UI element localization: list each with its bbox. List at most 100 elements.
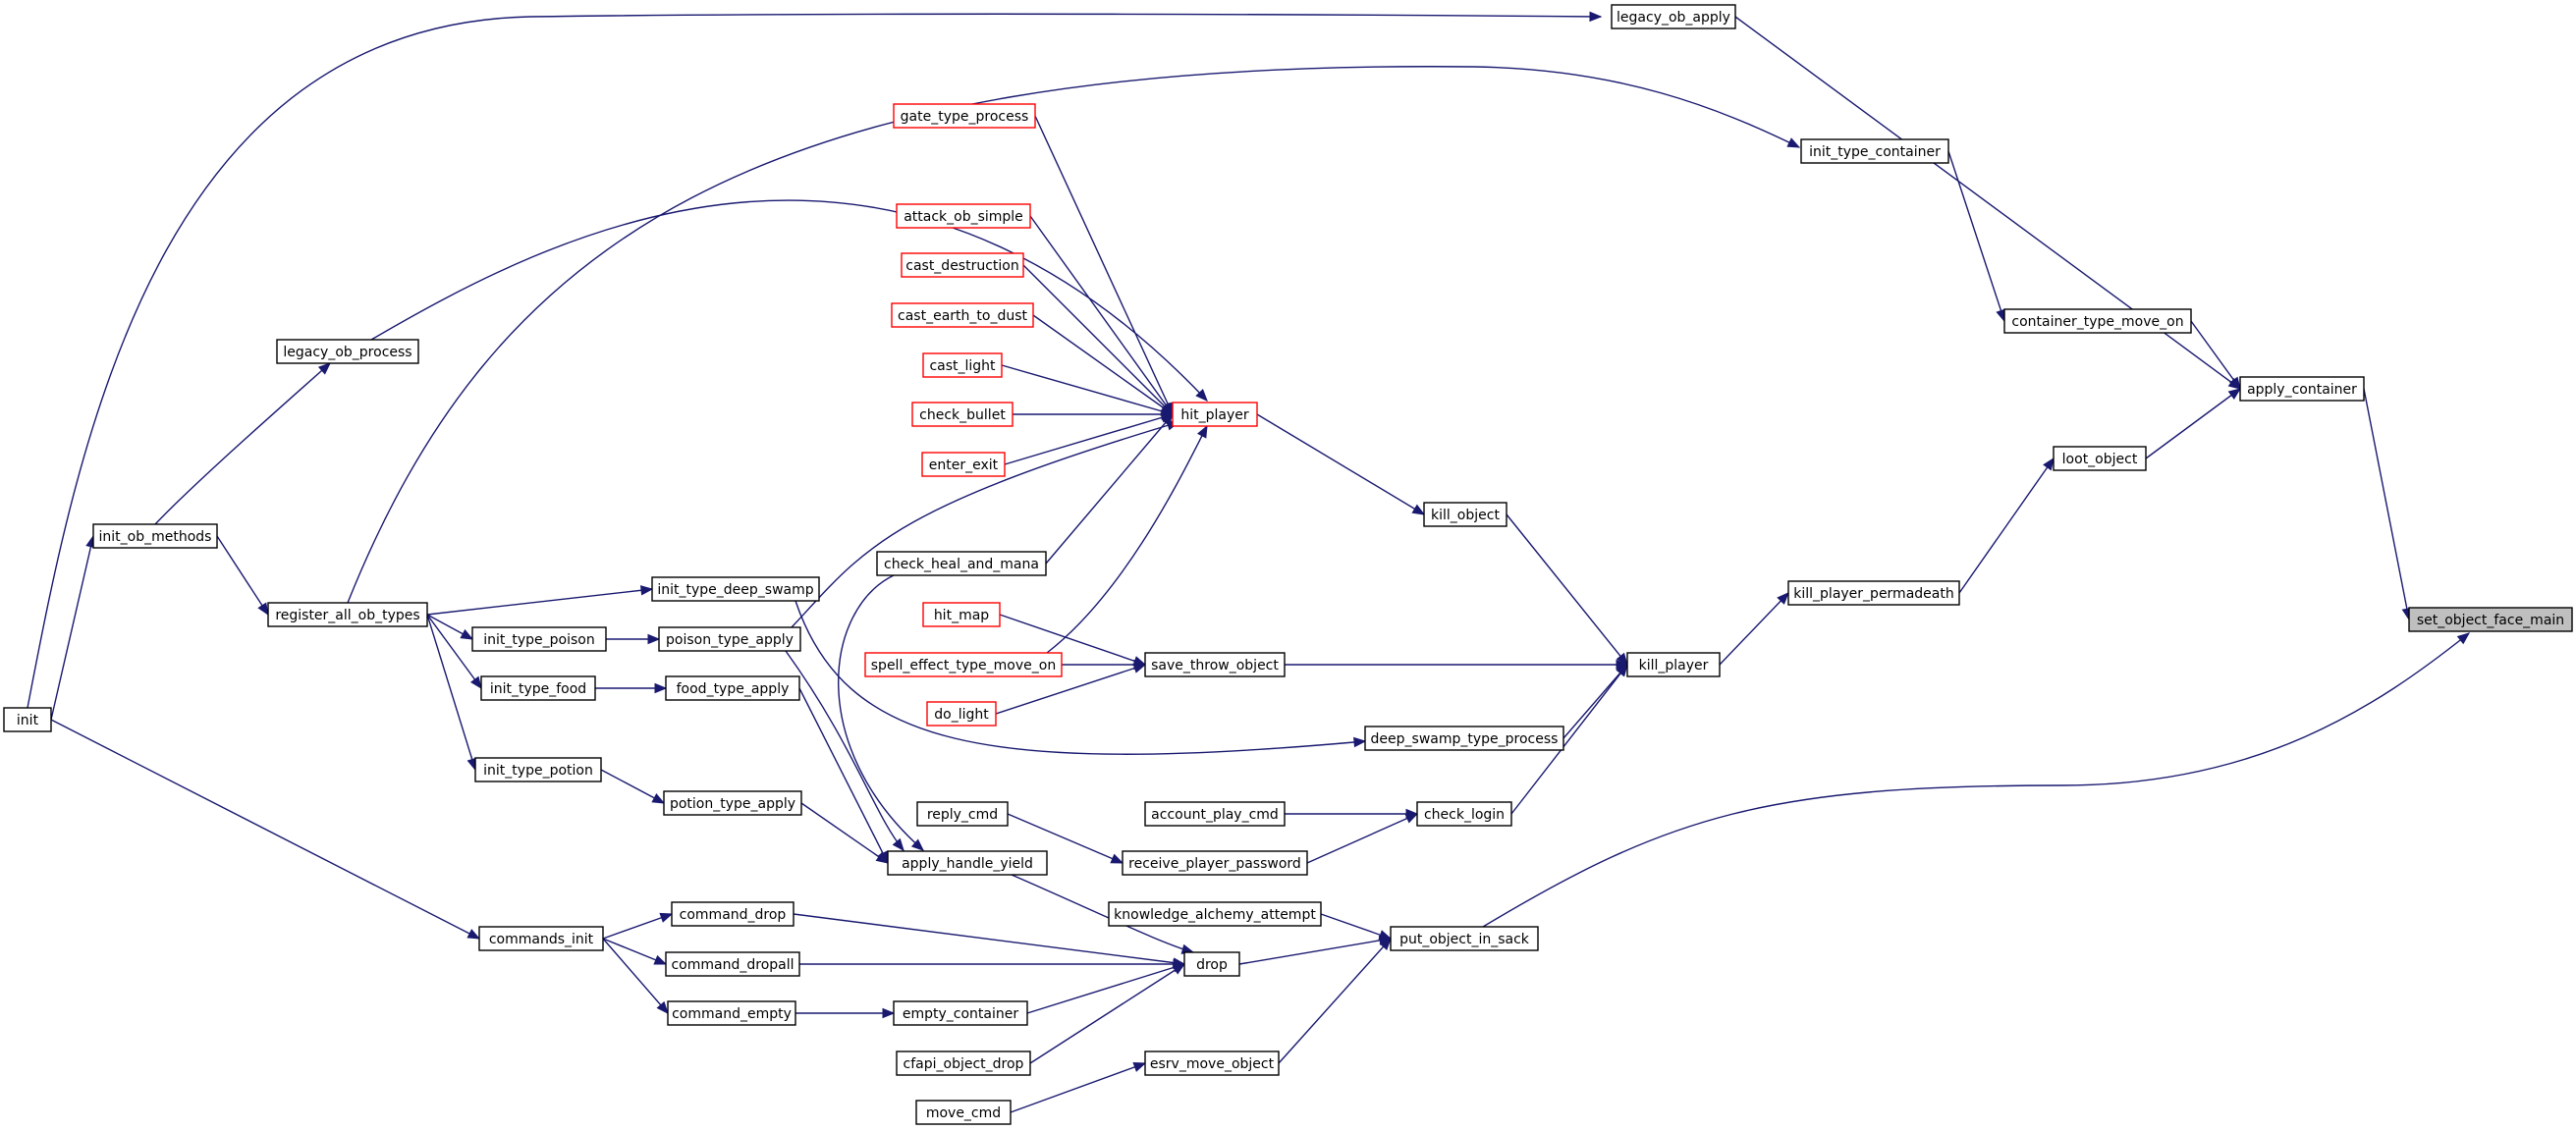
edge-init_type_poison-to-poison_type_apply — [606, 633, 661, 645]
node-kill-player[interactable]: kill_player — [1626, 652, 1721, 677]
node-box — [663, 790, 802, 816]
node-do-light[interactable]: do_light — [926, 701, 997, 727]
node-box — [1144, 1050, 1280, 1076]
node-init-type-deep-swamp[interactable]: init_type_deep_swamp — [651, 576, 820, 602]
edge-save_throw_object-to-kill_player — [1285, 659, 1629, 671]
node-drop[interactable]: drop — [1183, 951, 1240, 977]
node-kill-player-permadeath[interactable]: kill_player_permadeath — [1787, 580, 1960, 606]
node-apply-handle-yield[interactable]: apply_handle_yield — [887, 850, 1048, 876]
edge-drop-to-put_object_in_sack — [1238, 935, 1393, 965]
node-label: empty_container — [903, 1006, 1018, 1022]
edge-kill_object-to-kill_player — [1506, 513, 1628, 667]
node-box — [3, 707, 52, 732]
node-box — [658, 626, 801, 652]
edge-legacy_ob_process-to-hit_player — [370, 199, 1208, 402]
edge-command_empty-to-empty_container — [795, 1007, 896, 1019]
node-set-object-face-main[interactable]: set_object_face_main — [2408, 607, 2573, 632]
node-save-throw-object[interactable]: save_throw_object — [1144, 652, 1286, 677]
node-knowledge-alchemy-attempt[interactable]: knowledge_alchemy_attempt — [1108, 901, 1322, 927]
edge-cfapi_object_drop-to-drop — [1029, 963, 1186, 1064]
node-label: cfapi_object_drop — [904, 1056, 1024, 1072]
node-init-type-potion[interactable]: init_type_potion — [474, 757, 602, 782]
node-apply-container[interactable]: apply_container — [2239, 376, 2365, 402]
node-init-type-food[interactable]: init_type_food — [480, 675, 596, 701]
node-enter-exit[interactable]: enter_exit — [921, 452, 1006, 477]
node-hit-map[interactable]: hit_map — [922, 602, 1001, 627]
node-label: init_type_container — [1809, 144, 1941, 160]
node-receive-player-password[interactable]: receive_player_password — [1122, 850, 1308, 876]
edge-reply_cmd-to-receive_player_password — [1007, 813, 1124, 864]
node-check-bullet[interactable]: check_bullet — [911, 402, 1014, 427]
edge-kill_player_permadeath-to-loot_object — [1958, 457, 2055, 594]
node-box — [2239, 376, 2365, 402]
node-label: do_light — [934, 707, 989, 723]
node-label: attack_ob_simple — [904, 209, 1023, 225]
node-box — [1787, 580, 1960, 606]
node-box — [671, 901, 795, 927]
node-cfapi-object-drop[interactable]: cfapi_object_drop — [896, 1050, 1031, 1076]
edges-layer — [27, 11, 2471, 1113]
node-spell-effect-type-move-on[interactable]: spell_effect_type_move_on — [864, 652, 1063, 677]
node-label: apply_handle_yield — [902, 856, 1033, 872]
node-cast-earth-to-dust[interactable]: cast_earth_to_dust — [891, 302, 1034, 328]
node-food-type-apply[interactable]: food_type_apply — [665, 675, 800, 701]
node-init-ob-methods[interactable]: init_ob_methods — [92, 523, 218, 549]
node-container-type-move-on[interactable]: container_type_move_on — [2003, 308, 2192, 334]
node-loot-object[interactable]: loot_object — [2053, 446, 2147, 471]
edge-enter_exit-to-hit_player — [1004, 412, 1175, 465]
node-label: set_object_face_main — [2417, 613, 2564, 628]
node-kill-object[interactable]: kill_object — [1423, 502, 1507, 527]
node-box — [887, 850, 1048, 876]
node-init-type-poison[interactable]: init_type_poison — [471, 626, 607, 652]
node-legacy-ob-apply[interactable]: legacy_ob_apply — [1611, 4, 1736, 29]
edge-register_all_ob_types-to-init_type_container — [347, 66, 1801, 604]
node-check-login[interactable]: check_login — [1416, 801, 1512, 827]
node-attack-ob-simple[interactable]: attack_ob_simple — [896, 203, 1031, 229]
edge-check_heal_and_mana-to-apply_handle_yield — [838, 574, 924, 851]
node-poison-type-apply[interactable]: poison_type_apply — [658, 626, 801, 652]
node-box — [893, 1000, 1028, 1026]
node-legacy-ob-process[interactable]: legacy_ob_process — [276, 339, 419, 364]
node-register-all-ob-types[interactable]: register_all_ob_types — [267, 602, 428, 627]
node-reply-cmd[interactable]: reply_cmd — [916, 801, 1009, 827]
node-box — [896, 1050, 1031, 1076]
node-label: receive_player_password — [1128, 856, 1301, 872]
node-cast-destruction[interactable]: cast_destruction — [901, 252, 1024, 278]
node-empty-container[interactable]: empty_container — [893, 1000, 1028, 1026]
node-label: register_all_ob_types — [275, 608, 419, 623]
edge-init-to-init_ob_methods — [50, 534, 96, 721]
node-label: legacy_ob_process — [283, 345, 411, 360]
node-command-empty[interactable]: command_empty — [667, 1000, 796, 1026]
node-label: init_type_deep_swamp — [657, 582, 813, 598]
node-esrv-move-object[interactable]: esrv_move_object — [1144, 1050, 1280, 1076]
node-command-drop[interactable]: command_drop — [671, 901, 795, 927]
node-label: kill_object — [1431, 508, 1500, 523]
node-init[interactable]: init — [3, 707, 52, 732]
node-check-heal-and-mana[interactable]: check_heal_and_mana — [876, 551, 1047, 576]
node-init-type-container[interactable]: init_type_container — [1800, 138, 1949, 164]
edge-kill_player-to-kill_player_permadeath — [1719, 592, 1789, 666]
node-gate-type-process[interactable]: gate_type_process — [893, 103, 1036, 129]
edge-empty_container-to-drop — [1026, 962, 1186, 1014]
node-commands-init[interactable]: commands_init — [478, 926, 604, 951]
node-deep-swamp-type-process[interactable]: deep_swamp_type_process — [1364, 726, 1564, 751]
node-potion-type-apply[interactable]: potion_type_apply — [663, 790, 802, 816]
node-put-object-in-sack[interactable]: put_object_in_sack — [1390, 926, 1539, 951]
edge-container_type_move_on-to-apply_container — [2190, 320, 2241, 391]
node-move-cmd[interactable]: move_cmd — [915, 1100, 1012, 1125]
node-label: loot_object — [2062, 452, 2138, 467]
edge-register_all_ob_types-to-init_type_deep_swamp — [426, 585, 654, 616]
node-box — [651, 576, 820, 602]
node-command-dropall[interactable]: command_dropall — [665, 951, 800, 977]
node-box — [901, 252, 1024, 278]
edge-commands_init-to-command_dropall — [602, 938, 668, 965]
edge-commands_init-to-command_drop — [602, 912, 674, 940]
edge-deep_swamp_type_process-to-kill_player — [1562, 664, 1628, 739]
node-hit-player[interactable]: hit_player — [1172, 402, 1258, 427]
node-cast-light[interactable]: cast_light — [922, 352, 1003, 378]
edge-apply_container-to-set_object_face_main — [2363, 388, 2412, 621]
node-box — [1108, 901, 1322, 927]
node-account-play-cmd[interactable]: account_play_cmd — [1144, 801, 1286, 827]
edge-check_heal_and_mana-to-hit_player — [1045, 412, 1174, 565]
node-label: move_cmd — [926, 1105, 1001, 1121]
